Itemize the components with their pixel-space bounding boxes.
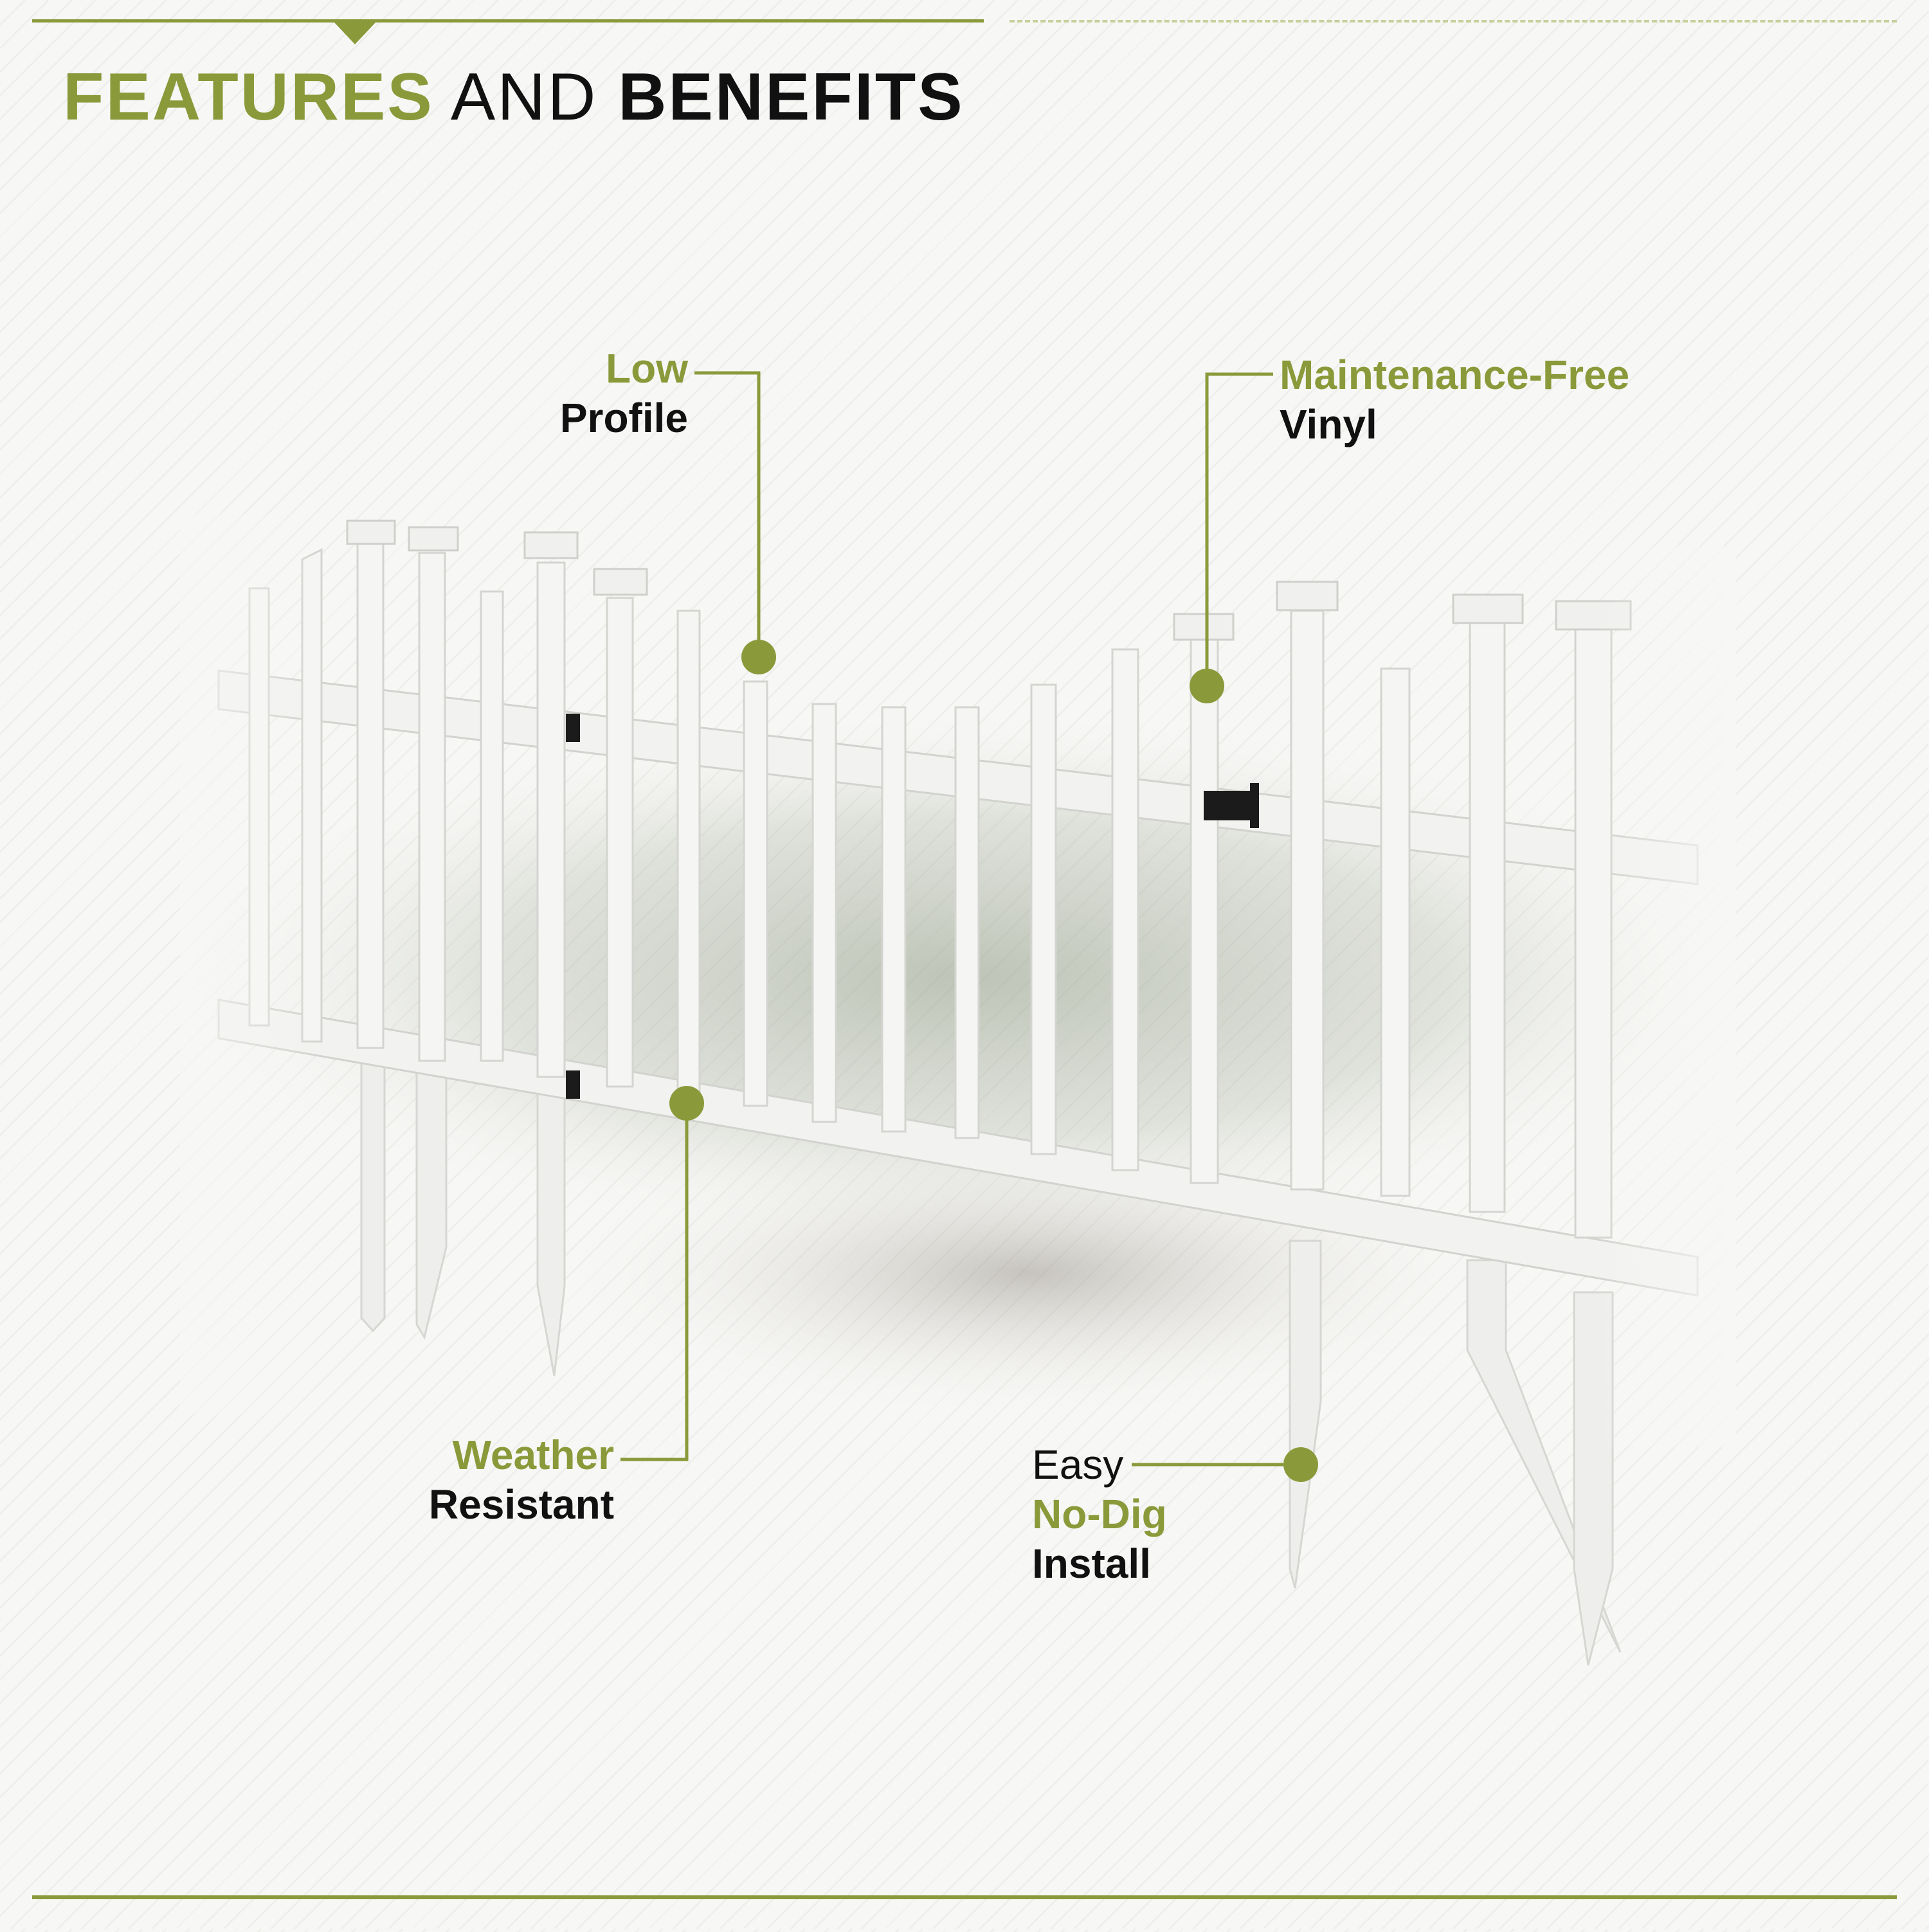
header-rule-solid [32, 19, 984, 23]
callout-low-profile: Low Profile [527, 344, 688, 443]
easy-install-line2: No-Dig [1032, 1490, 1167, 1537]
dot-maintenance-free [1190, 669, 1224, 703]
callout-maintenance-free: Maintenance-Free Vinyl [1280, 350, 1629, 449]
callout-weather-resistant: Weather Resistant [399, 1431, 614, 1530]
title-features: FEATURES [63, 60, 434, 134]
maintenance-free-line1: Maintenance-Free [1280, 352, 1630, 398]
fence-stakes [360, 1053, 1622, 1666]
dot-easy-install [1283, 1447, 1318, 1482]
dot-low-profile [741, 640, 776, 674]
header-marker-triangle [334, 23, 376, 44]
easy-install-line3: Install [1032, 1540, 1151, 1587]
page-title: FEATURES AND BENEFITS [63, 59, 964, 136]
easy-install-line1: Easy [1032, 1441, 1124, 1488]
title-benefits: BENEFITS [618, 60, 964, 134]
title-and: AND [450, 60, 598, 134]
maintenance-free-line2: Vinyl [1280, 401, 1377, 447]
callout-easy-install: Easy No-Dig Install [1032, 1440, 1167, 1588]
header-rule-dashed [1010, 20, 1897, 23]
callout-lines [620, 371, 1301, 1467]
low-profile-line1: Low [606, 345, 688, 392]
fade-left [180, 514, 322, 1414]
gate-hardware [566, 714, 1259, 1099]
footer-rule [32, 1895, 1897, 1899]
callout-dots [669, 640, 1318, 1482]
low-profile-line2: Profile [559, 394, 688, 441]
weather-resistant-line2: Resistant [428, 1481, 614, 1528]
fade-right [1595, 546, 1736, 1447]
dot-weather-resistant [669, 1086, 704, 1121]
weather-resistant-line1: Weather [452, 1432, 614, 1478]
